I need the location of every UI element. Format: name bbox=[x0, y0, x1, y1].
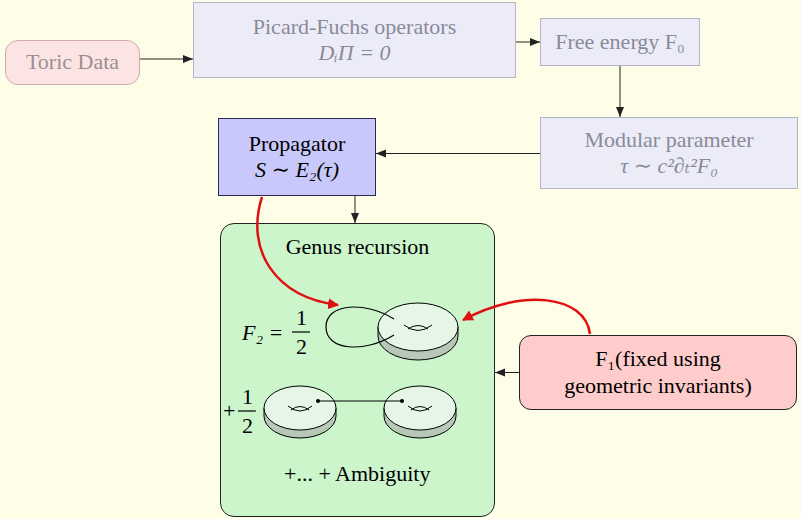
propagator-line bbox=[318, 400, 402, 401]
torus-surface bbox=[384, 386, 456, 430]
node-title: Toric Data bbox=[26, 49, 119, 75]
node-formula: DᵢΠ = 0 bbox=[318, 40, 390, 66]
torus-rim bbox=[378, 327, 458, 360]
process-box: Free energy F₀ bbox=[540, 18, 700, 66]
node-title: Propagator bbox=[249, 131, 346, 157]
label-anchor: + bbox=[223, 398, 235, 424]
label-anchor: F₂ = bbox=[242, 320, 283, 346]
label-anchor: 1 bbox=[242, 384, 253, 410]
torus-surface bbox=[264, 386, 336, 430]
flow-arrow bbox=[495, 372, 519, 373]
torus-hole bbox=[411, 407, 429, 411]
torus-surface bbox=[378, 303, 458, 351]
flow-arrow bbox=[620, 66, 621, 117]
highlight-box: PropagatorS ∼ E₂(τ) bbox=[218, 118, 376, 196]
torus-hole bbox=[404, 325, 432, 331]
vertex-dot bbox=[400, 399, 404, 403]
formula-part: 2 bbox=[242, 413, 253, 439]
flow-arrow bbox=[355, 196, 356, 223]
input-box: Toric Data bbox=[5, 40, 140, 85]
label-anchor: +... + Ambiguity bbox=[284, 461, 430, 487]
label-anchor: 2 bbox=[296, 334, 307, 360]
formula-part: F₂ = bbox=[242, 320, 283, 346]
torus-hole bbox=[288, 406, 312, 411]
propagator-loop bbox=[326, 307, 394, 347]
highlight-arrow bbox=[463, 300, 590, 334]
node-title: F₁(fixed using geometric invariants) bbox=[551, 346, 766, 399]
torus-hole bbox=[408, 406, 432, 411]
highlight-arrow bbox=[257, 197, 338, 305]
process-box: Picard-Fuchs operatorsDᵢΠ = 0 bbox=[193, 2, 516, 78]
node-title: Free energy F₀ bbox=[555, 29, 684, 55]
node-formula: τ ∼ c²∂ₜ²F₀ bbox=[620, 153, 718, 179]
formula-part: 1 bbox=[296, 305, 307, 331]
vertex-dot bbox=[316, 399, 320, 403]
process-box: Modular parameterτ ∼ c²∂ₜ²F₀ bbox=[540, 117, 798, 189]
formula-term: +... + Ambiguity bbox=[284, 461, 430, 487]
fraction-bar bbox=[238, 410, 256, 411]
fraction-bar bbox=[292, 331, 310, 332]
label-anchor: 2 bbox=[242, 413, 253, 439]
label-anchor: 1 bbox=[296, 305, 307, 331]
flow-arrow bbox=[140, 59, 193, 60]
flow-arrow bbox=[376, 153, 540, 154]
node-title: Picard-Fuchs operators bbox=[253, 14, 456, 40]
node-title: Modular parameter bbox=[584, 127, 753, 153]
torus-rim bbox=[384, 408, 456, 438]
formula-part: 2 bbox=[296, 334, 307, 360]
node-title: Genus recursion bbox=[286, 234, 430, 260]
torus-rim bbox=[264, 408, 336, 438]
torus-hole bbox=[408, 326, 428, 330]
flow-arrow bbox=[516, 42, 540, 43]
formula-part: 1 bbox=[242, 384, 253, 410]
node-formula: S ∼ E₂(τ) bbox=[255, 157, 339, 183]
torus-hole bbox=[291, 407, 309, 411]
formula-part: + bbox=[223, 398, 235, 424]
input-box: F₁(fixed using geometric invariants) bbox=[519, 335, 797, 410]
